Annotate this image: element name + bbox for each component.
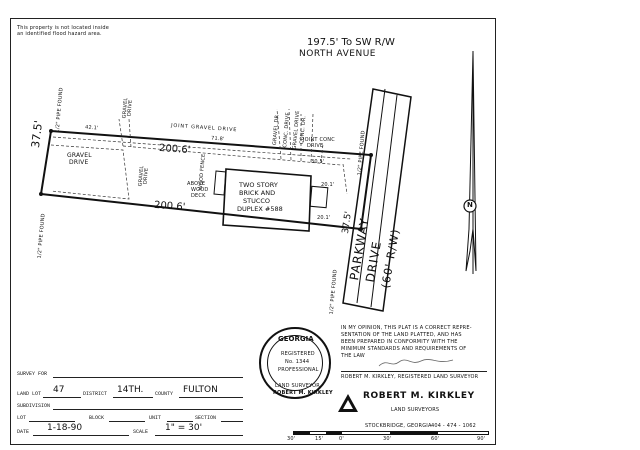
scale-tick-3: 0' <box>339 436 344 442</box>
pipe-marker-tl <box>49 129 53 133</box>
land-lot-label: LAND LOT <box>17 391 42 397</box>
scale-bar <box>293 431 489 435</box>
deck-label-3: DECK <box>191 193 206 199</box>
signature <box>378 359 454 367</box>
scale-tick-1: 30' <box>287 436 296 442</box>
survey-for-label: SURVEY FOR <box>17 371 48 377</box>
deck-label-2: WOOD <box>191 187 209 193</box>
deck-outline <box>213 170 227 196</box>
subdivision-label: SUBDIVISION <box>17 403 51 409</box>
house-label-4: DUPLEX #588 <box>237 205 283 213</box>
surveyor-phone: 404 - 474 - 1062 <box>431 423 476 429</box>
side-dimension-top: 200.6' <box>158 142 191 157</box>
seal-line-3: PROFESSIONAL <box>278 367 319 373</box>
gravel-drive-left-2: DRIVE <box>69 159 89 166</box>
surveyor-logo-icon <box>338 394 358 412</box>
date-value: 1-18-90 <box>47 423 83 433</box>
surveyor-title: LAND SURVEYORS <box>391 407 440 413</box>
segment-42: 42.1' <box>84 124 99 132</box>
scale-tick-4: 30' <box>383 436 392 442</box>
house-outline <box>222 168 312 232</box>
joint-conc-label-2: DRIVE <box>307 143 324 149</box>
survey-plat-sheet: This property is not located inside an i… <box>10 18 496 445</box>
deck-label-1: ABOVE <box>187 181 206 187</box>
joint-conc-label-1: JOINT CONC <box>303 137 335 143</box>
scale-tick-5: 60' <box>431 436 440 442</box>
opinion-line-4: MINIMUM STANDARDS AND REQUIREMENTS OF <box>341 346 467 352</box>
opinion-line-3: BEEN PREPARED IN CONFORMITY WITH THE <box>341 339 458 345</box>
flood-note-line-1: This property is not located inside <box>17 25 110 31</box>
side-dimension-bottom: 200.6' <box>153 199 186 214</box>
surveyor-city: STOCKBRIDGE, GEORGIA <box>365 423 432 429</box>
opinion-line-5: THE LAW <box>341 353 365 359</box>
seal-line-1: REGISTERED <box>281 351 315 357</box>
section-label: SECTION <box>195 415 217 421</box>
porch-outline <box>309 185 329 209</box>
north-circle <box>463 199 477 213</box>
north-arrow <box>465 50 477 272</box>
seal-name: ROBERT M. KIRKLEY <box>273 390 333 396</box>
gravel-drive-outline <box>50 144 130 200</box>
house-label-2: BRICK AND <box>239 189 276 197</box>
flood-note-line-2: an identified flood hazard area. <box>17 31 102 37</box>
block-label: BLOCK <box>89 415 105 421</box>
lot-label: LOT <box>17 415 27 421</box>
seal-bottom: LAND SURVEYOR <box>275 383 320 389</box>
opinion-line-2: SENTATION OF THE LAND PLATTED, AND HAS <box>341 332 462 338</box>
header-distance: 197.5' To SW R/W <box>307 37 395 48</box>
dim-20b: 20.1' <box>317 215 331 221</box>
north-label: N <box>467 201 473 209</box>
seal-top: GEORGIA <box>278 335 314 343</box>
scale-label: SCALE <box>133 429 149 435</box>
gravel-drive-left-1: GRAVEL <box>67 152 92 159</box>
surveyor-seal: GEORGIA REGISTERED No. 1344 PROFESSIONAL… <box>259 327 333 399</box>
segment-71: 71.8' <box>210 135 225 143</box>
scale-tick-6: 90' <box>477 436 486 442</box>
scale-tick-2: 15' <box>315 436 324 442</box>
house-label-1: TWO STORY <box>239 181 278 189</box>
pipe-marker-bl <box>39 192 43 196</box>
pipe-marker-tr <box>369 153 373 157</box>
land-lot-value: 47 <box>53 385 65 395</box>
scale-value: 1" = 30' <box>165 423 203 433</box>
header-street: NORTH AVENUE <box>299 49 376 59</box>
registered-surveyor-line: ROBERT M. KIRKLEY, REGISTERED LAND SURVE… <box>341 374 479 380</box>
seal-line-2: No. 1344 <box>285 359 310 365</box>
house-label-3: STUCCO <box>243 197 271 205</box>
county-label: COUNTY <box>155 391 174 397</box>
opinion-line-1: IN MY OPINION, THIS PLAT IS A CORRECT RE… <box>341 325 472 331</box>
dim-20a: 20.1' <box>321 182 335 188</box>
county-value: FULTON <box>183 385 218 395</box>
dim-30: 30.5' <box>311 159 325 165</box>
district-value: 14TH. <box>117 385 144 395</box>
joint-drive-line-2 <box>122 145 342 166</box>
unit-label: UNIT <box>149 415 162 421</box>
pipe-marker-br <box>359 227 363 231</box>
date-label: DATE <box>17 429 30 435</box>
plat-drawing <box>39 50 477 312</box>
street-parkway-drive <box>342 88 412 312</box>
surveyor-name: ROBERT M. KIRKLEY <box>363 391 475 401</box>
district-label: DISTRICT <box>83 391 108 397</box>
